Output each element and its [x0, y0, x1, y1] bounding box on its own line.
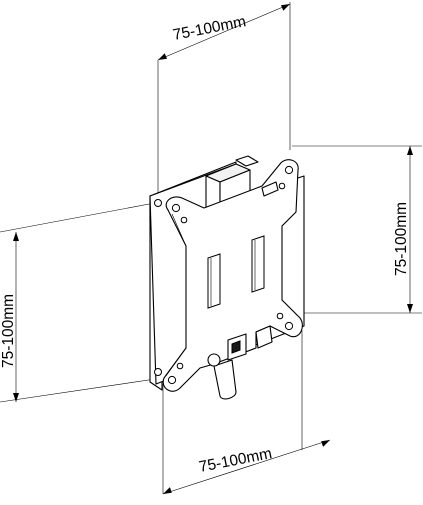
- arrowhead-icon: [407, 146, 413, 155]
- arrowhead-icon: [158, 53, 167, 60]
- locking-latch: [207, 325, 273, 400]
- extension-lines: [0, 2, 422, 494]
- adjust-slot: [207, 253, 221, 309]
- dimension-label-bottom: 75-100mm: [198, 445, 274, 476]
- vesa-hole: [284, 321, 294, 331]
- dimension-label-right: 75-100mm: [393, 202, 410, 276]
- vesa-hole: [284, 165, 294, 175]
- arrowhead-icon: [281, 4, 290, 11]
- vesa-hole: [176, 362, 184, 370]
- arrowhead-icon: [163, 487, 172, 494]
- arrowhead-icon: [13, 393, 19, 402]
- vesa-hole: [167, 375, 177, 385]
- vesa-hole: [180, 216, 188, 224]
- arrowhead-icon: [321, 440, 330, 447]
- dimension-label-left: 75-100mm: [0, 294, 17, 368]
- adjust-slot: [251, 235, 265, 293]
- vesa-hole: [278, 182, 286, 190]
- dimension-label-top: 75-100mm: [172, 13, 248, 44]
- vesa-hole: [171, 203, 181, 213]
- arrowhead-icon: [13, 232, 19, 241]
- mounting-hole: [154, 199, 162, 207]
- vesa-hole: [276, 312, 284, 320]
- latch-knob: [207, 353, 221, 367]
- vesa-cross-plate: [162, 159, 303, 392]
- dimension-lines: [13, 3, 413, 495]
- arrowhead-icon: [407, 304, 413, 313]
- mounting-hole: [154, 368, 162, 376]
